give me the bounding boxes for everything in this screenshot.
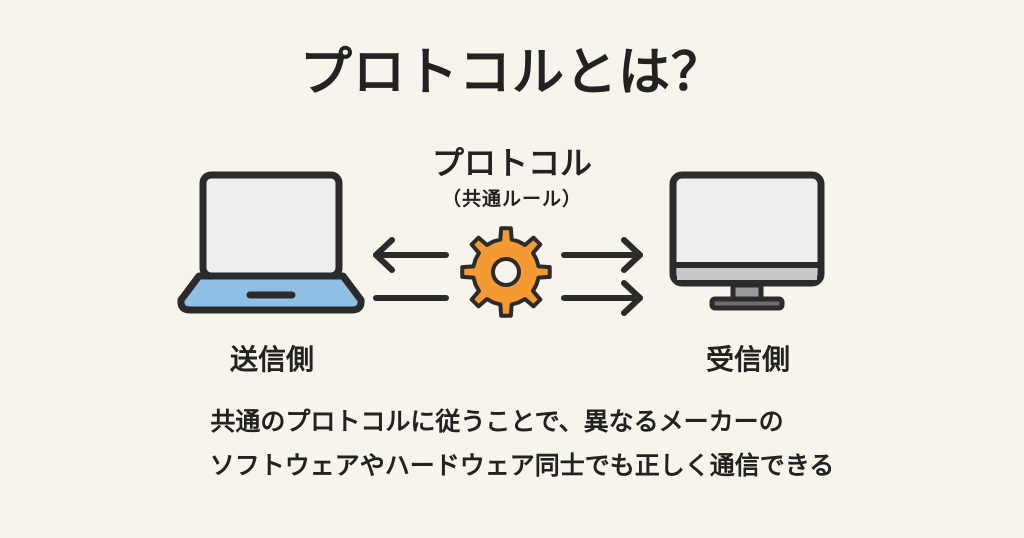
description-line-2: ソフトウェアやハードウェア同士でも正しく通信できる — [209, 451, 835, 480]
protocol-label: プロトコル — [431, 144, 592, 182]
sender-label: 送信側 — [229, 343, 314, 376]
arrow-right-icon — [561, 280, 643, 316]
gear-icon — [460, 226, 552, 318]
description-line-1: 共通のプロトコルに従うことで、異なるメーカーの — [210, 407, 784, 436]
arrow-left-icon — [373, 237, 449, 273]
laptop-icon — [177, 171, 365, 314]
receiver-label: 受信側 — [705, 343, 790, 376]
protocol-sublabel: （共通ルール） — [441, 188, 582, 210]
desktop-monitor-icon — [669, 171, 825, 311]
page-title: プロトコルとは？ — [299, 43, 724, 103]
arrow-head-right-upper — [621, 237, 643, 273]
